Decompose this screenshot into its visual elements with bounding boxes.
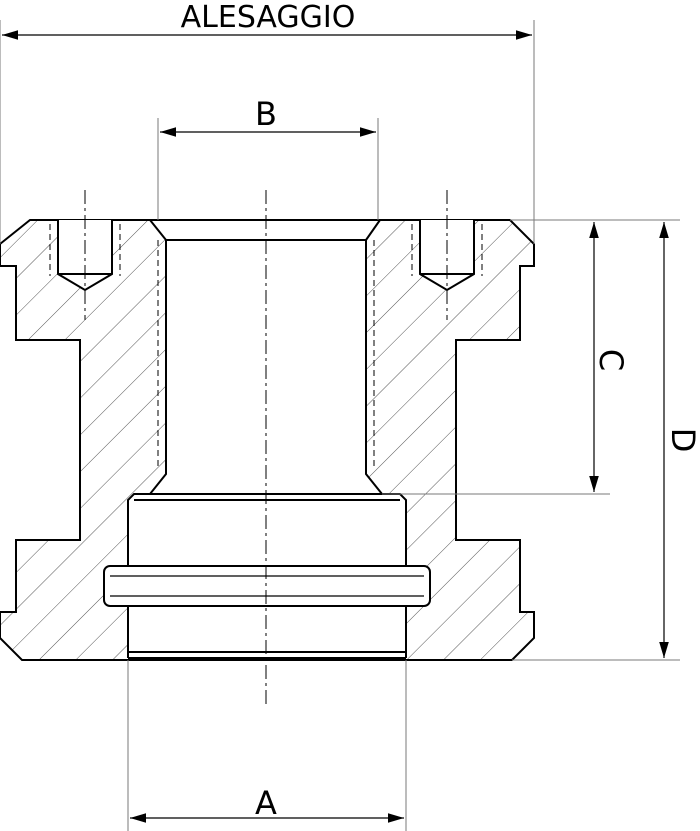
threaded-hole-left: [57, 220, 113, 292]
threaded-hole-right: [419, 220, 475, 292]
label-alesaggio: ALESAGGIO: [181, 0, 356, 35]
dimension-lines: [2, 30, 669, 823]
label-a: A: [255, 784, 277, 822]
groove: [103, 565, 431, 607]
center-lines: [84, 190, 448, 705]
label-c: C: [592, 349, 630, 371]
thread-hidden-lines: [49, 224, 483, 470]
extension-lines: [0, 20, 680, 831]
label-d: D: [664, 428, 700, 453]
label-b: B: [255, 95, 277, 133]
